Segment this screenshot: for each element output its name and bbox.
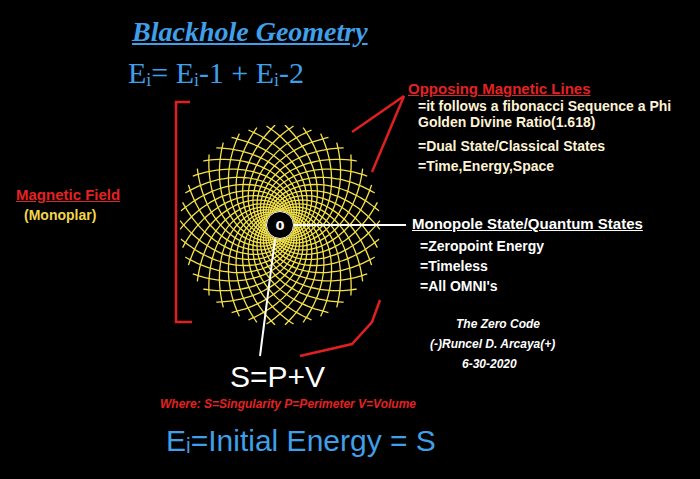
legend-note: Where: S=Singularity P=Perimeter V=Volum… bbox=[160, 398, 416, 412]
spiral-line bbox=[270, 234, 379, 265]
equation: S=P+V bbox=[230, 360, 325, 395]
note-text: =it follows a fibonacci Sequence a Phi G… bbox=[418, 98, 680, 130]
bottom-bracket bbox=[300, 300, 380, 356]
note-text: =All OMNI's bbox=[420, 278, 498, 294]
side-heading: Magnetic Field bbox=[16, 186, 120, 203]
side-text: (Monoplar) bbox=[24, 207, 96, 223]
note-text: =Zeropoint Energy bbox=[420, 238, 544, 254]
white-leaders bbox=[260, 225, 406, 356]
equation: Eᵢ=Initial Energy = S bbox=[166, 424, 436, 459]
date: 6-30-2020 bbox=[462, 358, 517, 372]
callout-heading: Opposing Magnetic Lines bbox=[408, 80, 591, 97]
leader-line bbox=[260, 239, 275, 356]
field-bracket bbox=[176, 102, 192, 322]
spiral-line bbox=[288, 128, 323, 236]
leader-line bbox=[294, 224, 406, 226]
signature: The Zero Code bbox=[456, 318, 540, 332]
center-circle: 0 bbox=[266, 211, 294, 239]
leader-line bbox=[372, 96, 404, 172]
callout-heading: Monopole State/Quantum States bbox=[412, 215, 643, 232]
title: Blackhole Geometry bbox=[132, 16, 368, 48]
formula: Eᵢ= Eᵢ-1 + Eᵢ-2 bbox=[128, 56, 304, 91]
note-text: =Dual State/Classical States bbox=[418, 138, 605, 154]
spiral-line bbox=[181, 185, 290, 216]
note-text: =Time,Energy,Space bbox=[418, 158, 554, 174]
signature: (-)Runcel D. Arcaya(+) bbox=[430, 338, 555, 352]
node-text: 0 bbox=[275, 218, 284, 233]
note-text: =Timeless bbox=[420, 258, 488, 274]
